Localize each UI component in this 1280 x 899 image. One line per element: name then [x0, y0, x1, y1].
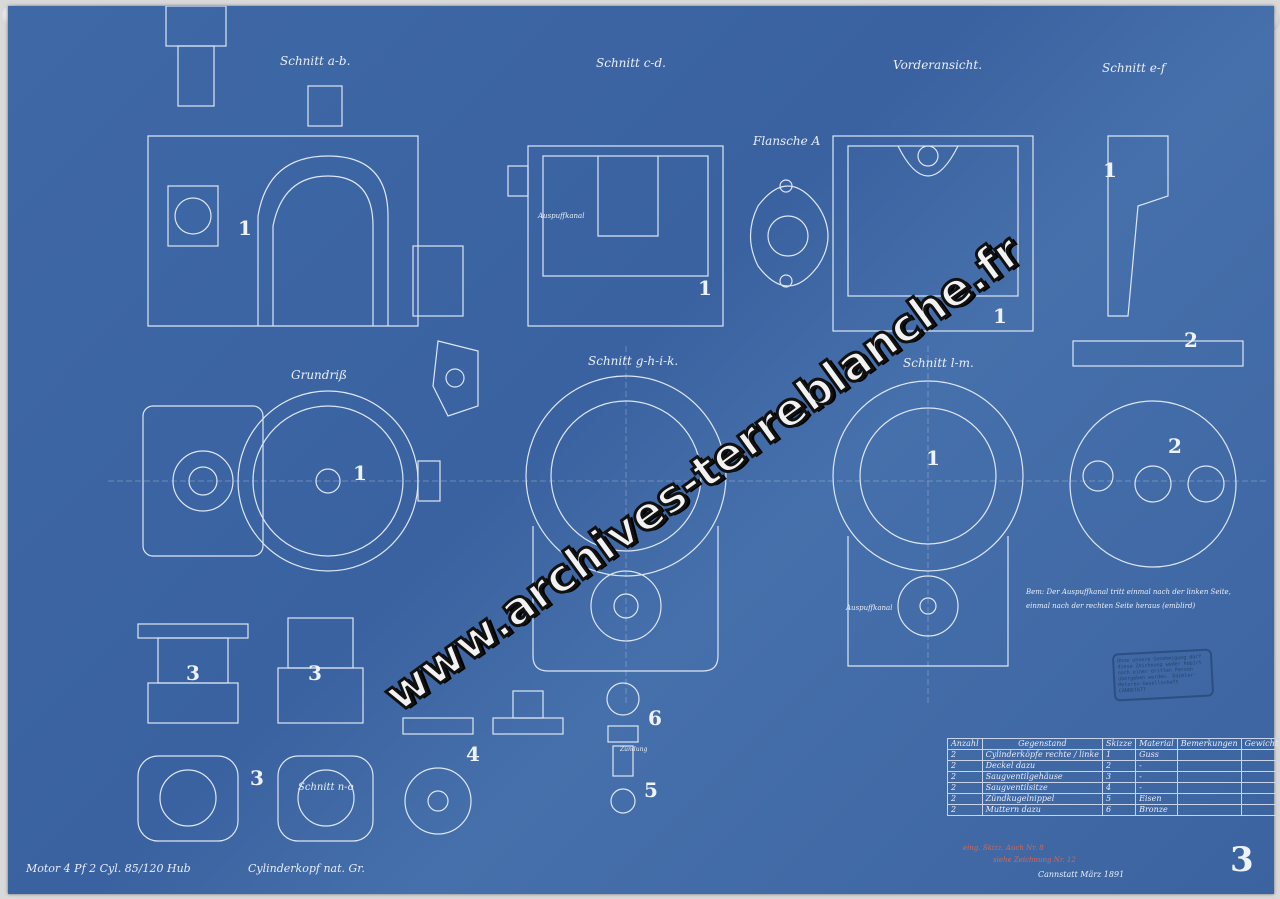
cell	[1176, 749, 1242, 761]
red-note: eing. Skizz. Auch Nr. 8	[963, 844, 1044, 852]
part-number: 4	[466, 742, 480, 766]
red-note: siehe Zeichnung Nr. 12	[993, 856, 1076, 864]
cell: 2	[947, 782, 983, 794]
cell: -	[1135, 760, 1178, 772]
drawing-section-ef	[1072, 135, 1244, 367]
drawing-flange	[749, 179, 829, 288]
column-header: Anzahl	[947, 738, 983, 750]
cell	[1240, 771, 1280, 783]
company-stamp: Ohne unsere Genehmigung darf diese Zeich…	[1111, 648, 1215, 702]
cell: 1	[1102, 749, 1137, 761]
part-number: 1	[238, 216, 252, 240]
part-number: 1	[353, 461, 367, 485]
title-section-cd: Schnitt c-d.	[596, 56, 666, 70]
cell	[1240, 782, 1280, 794]
table-header-row: Anzahl Gegenstand Skizze Material Bemerk…	[947, 738, 1280, 750]
cell: Saugventilgehäuse	[981, 771, 1104, 783]
parts-table: Anzahl Gegenstand Skizze Material Bemerk…	[947, 738, 1280, 816]
title-flange: Flansche A	[753, 134, 821, 148]
part-number: 1	[698, 276, 712, 300]
cell	[1176, 760, 1242, 772]
blueprint-sheet: Schnitt a-b. Schnitt c-d. Vorderansicht.…	[8, 6, 1280, 894]
label-exhaust: Auspuffkanal	[846, 604, 893, 612]
title-section-ghik: Schnitt g-h-i-k.	[588, 354, 679, 368]
technical-drawing	[108, 6, 1268, 842]
title-section-ef: Schnitt e-f	[1102, 61, 1166, 75]
note-line-2: einmal nach der rechten Seite heraus (em…	[1026, 602, 1196, 610]
part-number: 1	[926, 446, 940, 470]
note-line-1: Bem: Der Auspuffkanal tritt einmal nach …	[1026, 588, 1231, 596]
column-header: Bemerkungen	[1176, 738, 1242, 750]
part-number: 1	[993, 304, 1007, 328]
cell	[1240, 749, 1280, 761]
cell: 2	[947, 793, 983, 805]
part-number: 3	[250, 766, 264, 790]
footer-motor: Motor 4 Pf 2 Cyl. 85/120 Hub	[26, 862, 191, 875]
part-number: 2	[1184, 328, 1198, 352]
drawing-front-view	[832, 135, 1034, 332]
title-section-lm: Schnitt l-m.	[903, 356, 974, 370]
cell: Cylinderköpfe rechte / linke	[981, 749, 1104, 761]
column-header: Skizze	[1102, 738, 1137, 750]
cell: 4	[1102, 782, 1137, 794]
cell: Guss	[1135, 749, 1178, 761]
label-exhaust: Auspuffkanal	[538, 212, 585, 220]
title-section-ab: Schnitt a-b.	[280, 54, 351, 68]
cell	[1176, 793, 1242, 805]
sheet-number: 3	[1230, 840, 1254, 880]
cell	[1240, 793, 1280, 805]
column-header: Gewicht	[1240, 738, 1280, 750]
cell: -	[1135, 771, 1178, 783]
cell	[1240, 760, 1280, 772]
cell: Eisen	[1135, 793, 1178, 805]
drawing-cover-plan	[1069, 400, 1237, 568]
label-ignition: Zündung	[620, 746, 648, 753]
drawing-small-parts	[137, 617, 640, 842]
cell: 2	[947, 749, 983, 761]
cell: 3	[1102, 771, 1137, 783]
title-section-no: Schnitt n-o	[298, 782, 354, 793]
cell	[1176, 771, 1242, 783]
cell: Zündkugelnippel	[981, 793, 1104, 805]
cell	[1176, 804, 1242, 816]
cell: Bronze	[1135, 804, 1178, 816]
title-plan: Grundriß	[291, 368, 348, 382]
signature: Cannstatt März 1891	[1038, 870, 1125, 879]
column-header: Material	[1135, 738, 1178, 750]
drawing-section-ab	[147, 6, 479, 417]
cell: Muttern dazu	[981, 804, 1104, 816]
part-number: 6	[648, 706, 662, 730]
part-number: 3	[308, 661, 322, 685]
cell	[1240, 804, 1280, 816]
cell: 2	[947, 760, 983, 772]
cell: -	[1135, 782, 1178, 794]
cell: Deckel dazu	[981, 760, 1104, 772]
title-front-view: Vorderansicht.	[893, 58, 983, 72]
cell: 6	[1102, 804, 1137, 816]
footer-title: Cylinderkopf nat. Gr.	[248, 862, 365, 875]
cell: 5	[1102, 793, 1137, 805]
drawing-section-cd	[507, 145, 724, 327]
part-number: 1	[1103, 158, 1117, 182]
center-lines	[108, 346, 1268, 706]
cell: 2	[947, 771, 983, 783]
column-header: Gegenstand	[981, 738, 1104, 750]
cell: 2	[1102, 760, 1137, 772]
cell: Saugventilsitze	[981, 782, 1104, 794]
part-number: 5	[644, 778, 658, 802]
cell	[1176, 782, 1242, 794]
part-number: 3	[186, 661, 200, 685]
part-number: 2	[1168, 434, 1182, 458]
cell: 2	[947, 804, 983, 816]
